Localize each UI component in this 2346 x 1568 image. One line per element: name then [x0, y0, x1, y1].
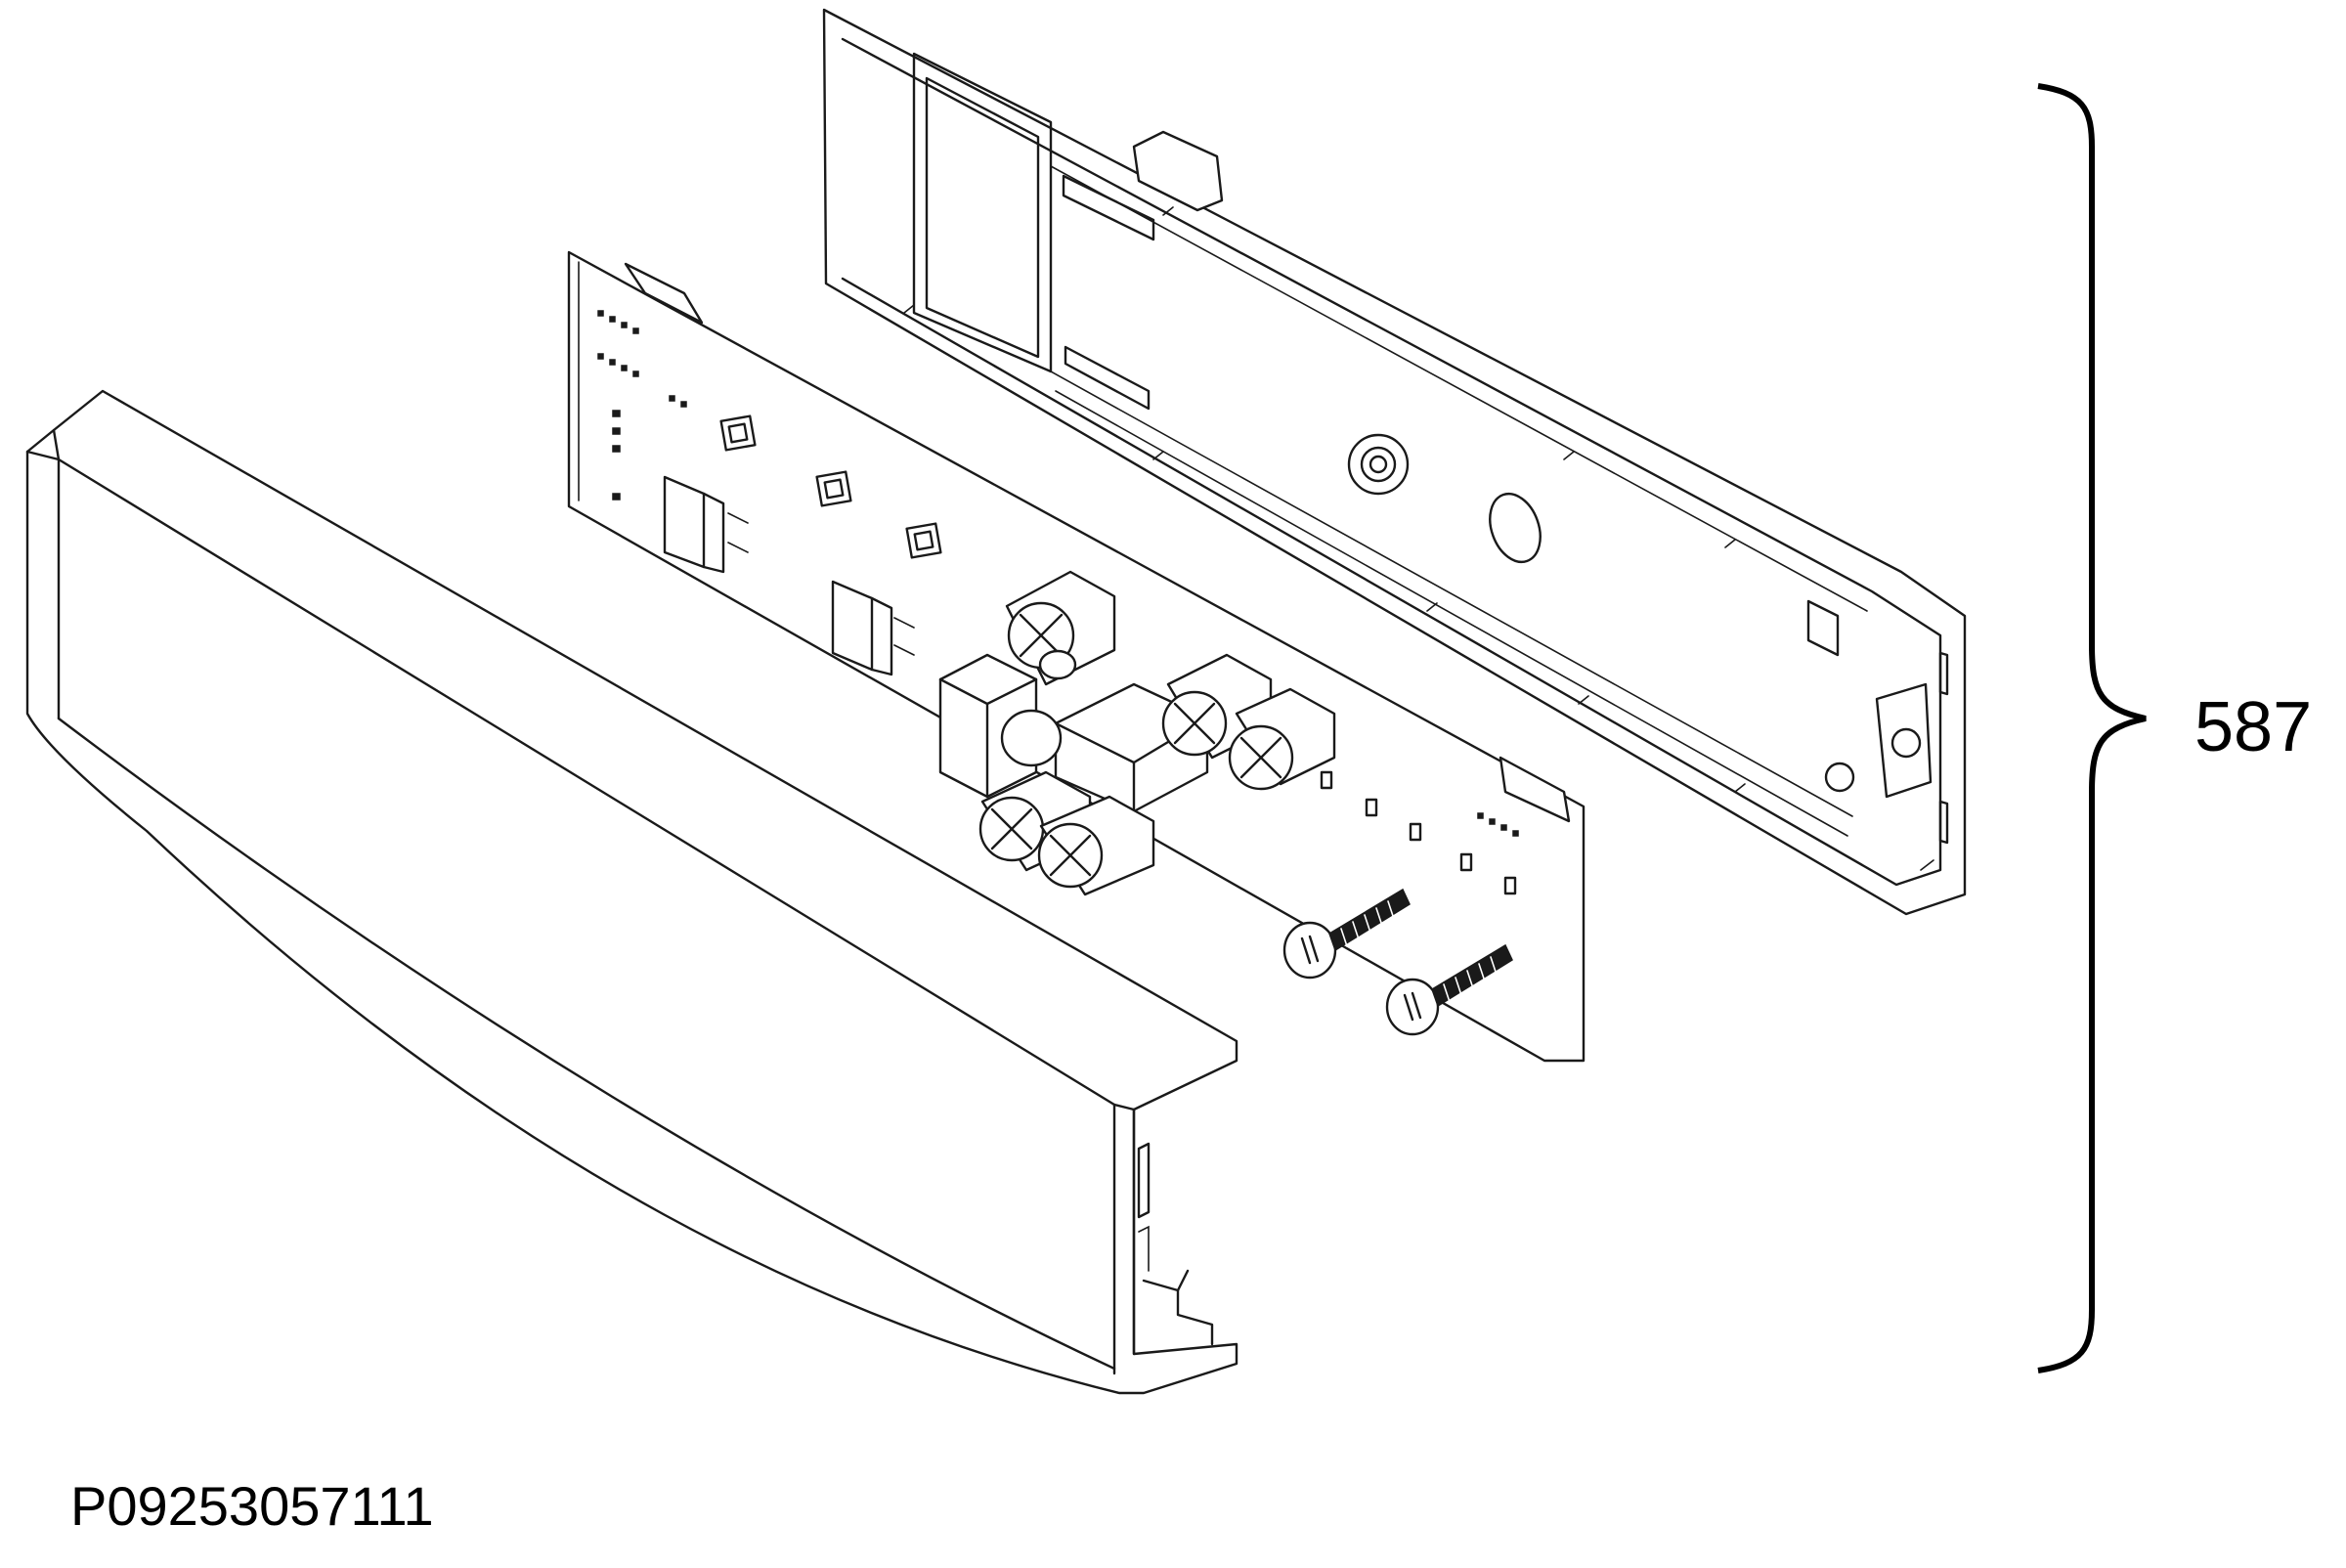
bracket-brace: [2037, 83, 2147, 1373]
callout-number: 587: [2194, 688, 2312, 766]
knob-cluster: [938, 570, 1336, 896]
part-number: P09253057111: [70, 1475, 434, 1537]
screw-upper: [1282, 888, 1411, 980]
rear-housing-frame: [822, 8, 1967, 916]
screw-lower: [1385, 943, 1513, 1036]
front-cover: [25, 389, 1238, 1395]
